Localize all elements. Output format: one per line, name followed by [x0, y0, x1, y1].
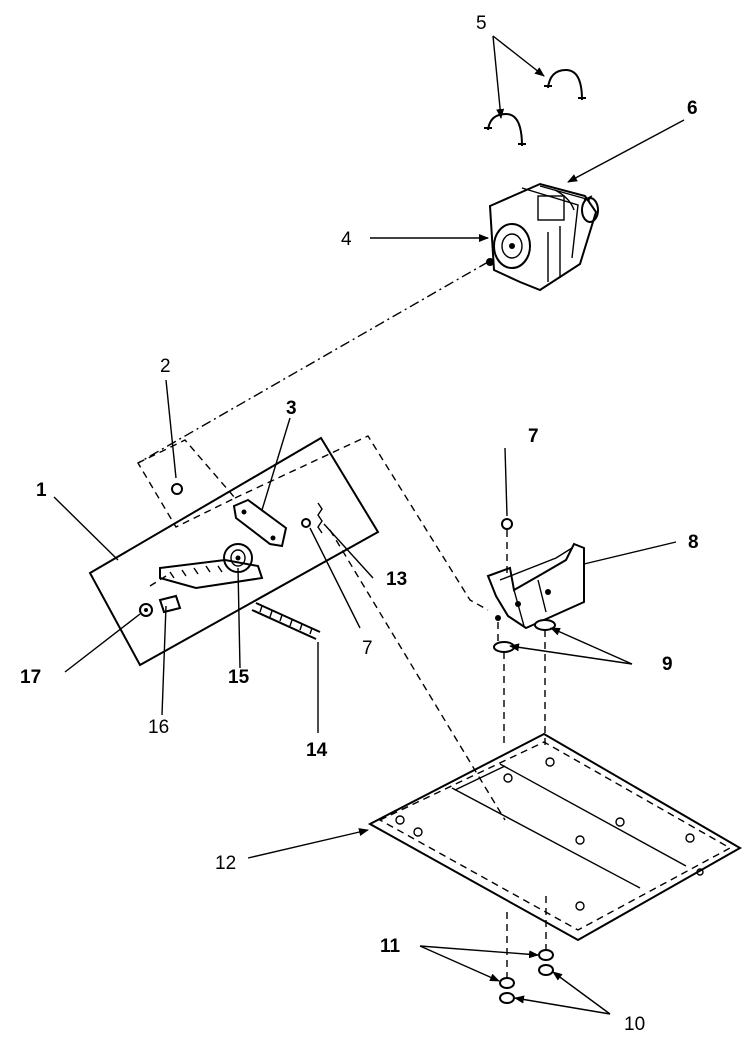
callout-8: 8: [688, 532, 699, 553]
motor-mount-bracket: [486, 518, 585, 653]
leader-lines: [53, 35, 685, 1015]
callout-3: 3: [286, 398, 297, 419]
callout-2: 2: [160, 356, 171, 377]
feet: [499, 949, 554, 1004]
callout-16: 16: [148, 717, 169, 738]
callout-17: 17: [20, 667, 41, 688]
base-plate: [367, 732, 743, 942]
callout-11: 11: [380, 936, 401, 957]
callout-13: 13: [386, 569, 407, 590]
callout-10: 10: [624, 1014, 645, 1035]
motor-clips: [484, 68, 586, 147]
callout-14: 14: [306, 740, 328, 761]
callout-12: 12: [215, 853, 236, 874]
alignment-lines: [137, 261, 547, 978]
callout-7-idler: 7: [362, 638, 373, 659]
callout-4: 4: [341, 229, 352, 250]
idler-assembly: [88, 436, 380, 667]
callout-9: 9: [662, 654, 673, 675]
callout-1: 1: [36, 480, 47, 501]
callout-7-bracket: 7: [528, 426, 539, 447]
callout-6: 6: [687, 98, 698, 119]
callout-labels: 1 2 3 4 5 6 7 7 8 9 10 11 12 13 14 15 16…: [20, 13, 699, 1035]
motor: [486, 182, 599, 292]
callout-15: 15: [228, 667, 250, 688]
callout-5: 5: [476, 13, 487, 34]
